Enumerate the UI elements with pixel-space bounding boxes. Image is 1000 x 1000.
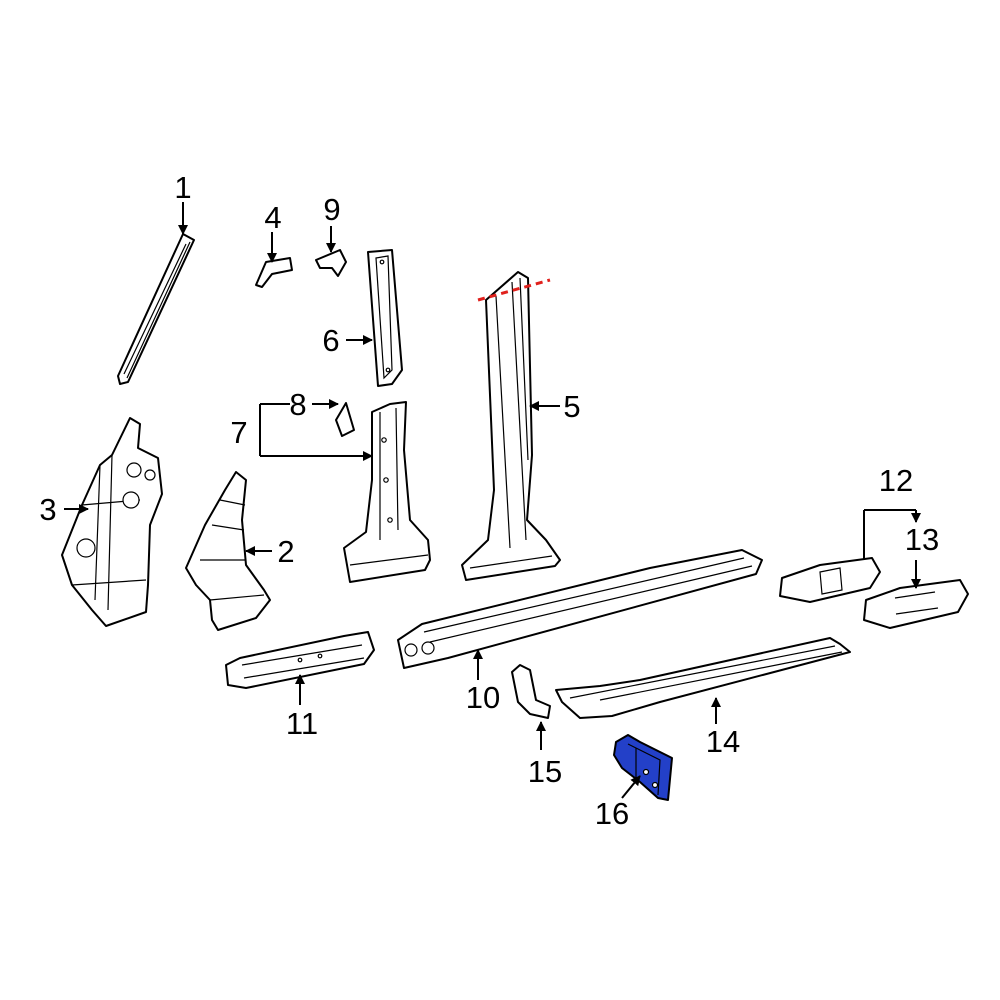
part-11-rocker-extension[interactable] (225, 631, 375, 689)
callout-2: 2 (277, 534, 294, 569)
part-15-bracket[interactable] (511, 664, 551, 719)
callout-15: 15 (528, 754, 562, 789)
part-16-bracket-highlighted[interactable] (613, 734, 673, 801)
callout-10: 10 (466, 680, 500, 715)
part-10-rocker-panel[interactable] (397, 549, 763, 669)
callout-8: 8 (289, 387, 306, 422)
callout-3: 3 (39, 492, 56, 527)
part-13-bracket[interactable] (863, 579, 969, 629)
callout-9: 9 (323, 192, 340, 227)
callout-13: 13 (905, 522, 939, 557)
callout-5: 5 (563, 389, 580, 424)
leader-lines (64, 202, 916, 799)
callout-1: 1 (174, 170, 191, 205)
cut-line (477, 278, 551, 302)
part-4-bracket[interactable] (255, 257, 293, 288)
callout-4: 4 (264, 200, 281, 235)
part-6-pillar-reinforcement[interactable] (367, 249, 403, 387)
callout-7: 7 (230, 415, 247, 450)
part-9-bracket[interactable] (315, 249, 347, 277)
part-14-inner-rocker[interactable] (555, 637, 851, 719)
part-5-center-pillar-outer[interactable] (461, 271, 561, 581)
callout-12: 12 (879, 463, 913, 498)
part-3-hinge-pillar[interactable] (61, 417, 163, 627)
callout-6: 6 (322, 323, 339, 358)
part-12-bracket[interactable] (779, 557, 881, 603)
part-7-center-pillar[interactable] (343, 401, 431, 583)
callout-11: 11 (286, 706, 318, 741)
part-8-plate[interactable] (335, 402, 355, 437)
callout-14: 14 (706, 724, 740, 759)
part-2-inner-pillar[interactable] (185, 471, 271, 631)
part-1-pillar-strip[interactable] (117, 233, 195, 385)
callout-16: 16 (595, 796, 629, 831)
